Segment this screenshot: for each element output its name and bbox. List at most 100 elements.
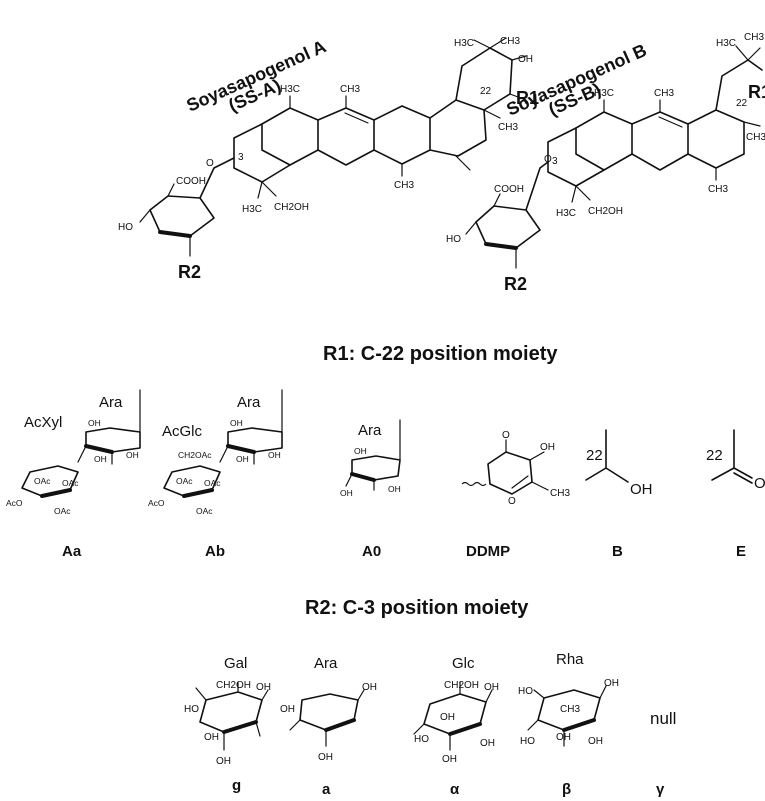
gal-atom-4: OH xyxy=(204,732,219,743)
atom-a-ho: HO xyxy=(118,222,133,233)
moiety-aa-code: Aa xyxy=(62,543,82,560)
atom-b-o: O xyxy=(544,154,552,165)
c3-a-label: 3 xyxy=(238,152,244,163)
atom-b-ho: HO xyxy=(446,234,461,245)
ara-atom-3: OH xyxy=(318,752,333,763)
ddmp-atom-o-ring: O xyxy=(508,496,516,507)
moiety-g-code: g xyxy=(232,777,241,794)
ring-a3 xyxy=(373,105,431,165)
glycosidic-bond-b xyxy=(525,161,549,211)
c3-b-label: 3 xyxy=(552,156,558,167)
sugar-ring-b xyxy=(475,205,541,249)
r1-section-title: R1: C-22 position moiety xyxy=(323,343,558,365)
atom-b-ch3-1: CH3 xyxy=(654,88,674,99)
rha-atom-5: HO xyxy=(520,736,535,747)
ab-atom-7: AcO xyxy=(148,498,165,508)
moiety-ddmp: O OH CH3 O DDMP xyxy=(461,430,570,560)
rha-front xyxy=(562,718,596,732)
a0-link xyxy=(345,419,401,491)
ring-b1 xyxy=(575,111,633,171)
moiety-a0-label: Ara xyxy=(358,422,382,439)
a0-atom-2: OH xyxy=(340,488,353,498)
sugar-ring-a xyxy=(149,195,215,237)
r2-a-label: R2 xyxy=(178,262,201,282)
ab-ara-link xyxy=(219,389,283,465)
ring-a-left xyxy=(233,123,291,183)
ddmp-atom-oh: OH xyxy=(540,442,555,453)
gal-atom-3: HO xyxy=(184,704,199,715)
soyasapogenol-b-structure: Soyasapogenol B (SS-B) H3C CH3 22 R1 CH3… xyxy=(446,32,765,294)
ab-atom-1: CH2OAc xyxy=(178,450,212,460)
gal-ring xyxy=(199,691,263,733)
moiety-e-code: E xyxy=(736,543,746,560)
atom-a-oh-top: OH xyxy=(518,54,533,65)
moiety-aa: AcXyl Ara OH OH OH OAc OAc AcO OAc Aa xyxy=(6,389,141,560)
moiety-alpha-code: α xyxy=(450,781,460,798)
ring-a4 xyxy=(429,99,487,157)
moiety-a0: Ara OH OH OH A0 xyxy=(340,419,401,560)
moiety-a-code: a xyxy=(322,781,331,798)
ab-atom-8: OAc xyxy=(196,506,213,516)
atom-b-ch3-2: CH3 xyxy=(708,184,728,195)
ara-subst xyxy=(289,689,365,747)
atom-b-h3c-1: H3C xyxy=(594,88,614,99)
atom-a-ch3-2: CH3 xyxy=(394,180,414,191)
c22-b-label: 22 xyxy=(736,98,748,109)
ring-b-left xyxy=(547,127,605,187)
glc-atom-3: OH xyxy=(440,712,455,723)
aa-atom-2: OH xyxy=(94,454,107,464)
a0-front xyxy=(350,472,376,482)
rha-atom-4: OH xyxy=(556,732,571,743)
b-bonds xyxy=(585,429,629,483)
aa-ara-link xyxy=(77,389,141,465)
ara-front xyxy=(324,718,356,732)
rha-atom-1: HO xyxy=(518,686,533,697)
aa-xyl-front xyxy=(40,488,72,498)
atom-b-h3c-top: H3C xyxy=(716,38,736,49)
moiety-ddmp-code: DDMP xyxy=(466,543,510,560)
aa-atom-5: OAc xyxy=(62,478,79,488)
r1-b-label: R1 xyxy=(748,82,765,102)
rha-subst xyxy=(527,685,607,747)
atom-b-ch3-top: CH3 xyxy=(744,32,764,43)
ab-atom-6: OAc xyxy=(204,478,221,488)
ring-a1 xyxy=(261,107,319,166)
sugar-subst-b xyxy=(465,193,517,269)
ab-atom-4: OH xyxy=(268,450,281,460)
soyasapogenol-a-structure: Soyasapogenol A (SS-A) H3C CH3 OH 22 R1 … xyxy=(118,36,539,282)
moiety-ab-label-2: Ara xyxy=(237,394,261,411)
atom-b-ch3-r: CH3 xyxy=(746,132,765,143)
ring-b3 xyxy=(687,109,745,169)
gal-subst xyxy=(195,681,269,751)
ara-atom-1: OH xyxy=(362,682,377,693)
ddmp-ring xyxy=(487,451,533,495)
moiety-gamma-null: null xyxy=(650,709,676,728)
sugar-subst-a xyxy=(139,183,191,257)
atom-a-ch3-top: CH3 xyxy=(500,36,520,47)
atom-a-h3c-1: H3C xyxy=(280,84,300,95)
ab-atom-3: OH xyxy=(236,454,249,464)
atom-a-o: O xyxy=(206,158,214,169)
ara-ring xyxy=(299,693,359,731)
ring-a2 xyxy=(317,107,375,166)
r2-section-title: R2: C-3 position moiety xyxy=(305,597,529,619)
moiety-e: 22 O E xyxy=(706,429,765,560)
aa-atom-7: OAc xyxy=(54,506,71,516)
aa-atom-3: OH xyxy=(126,450,139,460)
aa-ara-front xyxy=(84,444,114,454)
atom-b-h3c-2: H3C xyxy=(556,208,576,219)
moiety-aa-label-2: Ara xyxy=(99,394,123,411)
ddmp-atom-o-top: O xyxy=(502,430,510,441)
glc-atom-6: OH xyxy=(480,738,495,749)
moiety-gamma: null γ xyxy=(650,709,676,798)
moiety-b-oh: OH xyxy=(630,481,653,498)
moiety-e-o: O xyxy=(754,475,765,492)
moiety-b: 22 OH B xyxy=(585,429,653,560)
moiety-g: Gal CH2OH OH HO OH OH g xyxy=(184,655,271,794)
c22-a-label: 22 xyxy=(480,86,492,97)
moiety-ab: AcGlc Ara CH2OAc OH OH OH OAc OAc AcO OA… xyxy=(148,389,283,560)
glc-ring xyxy=(423,693,487,735)
atom-a-ch3-1: CH3 xyxy=(340,84,360,95)
glc-atom-5: OH xyxy=(442,754,457,765)
